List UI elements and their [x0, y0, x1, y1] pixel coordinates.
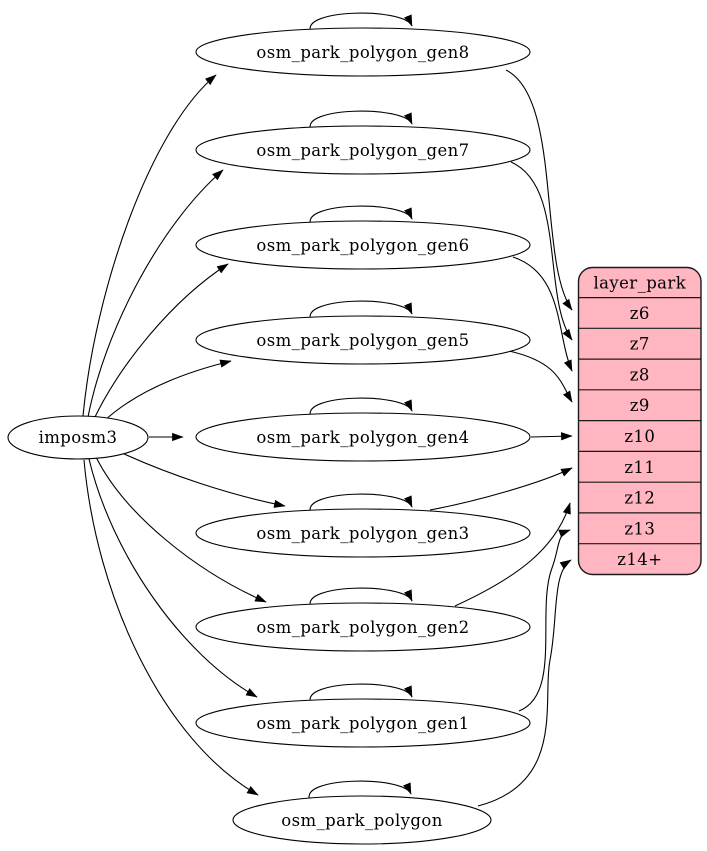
edge-imposm3-to-gen3	[121, 452, 286, 508]
table-label: osm_park_polygon	[281, 811, 442, 830]
node-osm-park-polygon-gen4: osm_park_polygon_gen4	[195, 412, 531, 462]
selfloop-gen4	[309, 397, 413, 418]
table-label: osm_park_polygon_gen5	[256, 331, 469, 350]
edge-gen4-to-z10	[530, 432, 573, 441]
table-label: osm_park_polygon_gen1	[256, 714, 469, 733]
edge-gen6-to-z8	[512, 256, 573, 372]
layer-park-title: layer_park	[593, 274, 686, 293]
selfloop-gen2	[309, 587, 413, 608]
node-osm-park-polygon-gen7: osm_park_polygon_gen7	[195, 125, 531, 175]
layer-row-z10: z10	[624, 427, 655, 446]
node-osm-park-polygon: osm_park_polygon	[232, 795, 492, 845]
layer-row-z12: z12	[624, 489, 655, 508]
edge-gen1-to-z13	[518, 529, 571, 712]
imposm3-label: imposm3	[39, 428, 118, 447]
edge-imposm3-to-polygon	[83, 459, 259, 796]
node-osm-park-polygon-gen5: osm_park_polygon_gen5	[195, 315, 531, 365]
table-label: osm_park_polygon_gen6	[256, 236, 469, 255]
selfloop-gen1	[309, 683, 413, 704]
node-osm-park-polygon-gen6: osm_park_polygon_gen6	[195, 220, 531, 270]
node-osm-park-polygon-gen8: osm_park_polygon_gen8	[195, 27, 531, 77]
layer-row-z11: z11	[624, 458, 655, 477]
table-label: osm_park_polygon_gen7	[256, 141, 469, 160]
selfloop-polygon	[308, 780, 412, 801]
edge-polygon-to-z14	[477, 559, 572, 807]
edges-to-layer-rows	[429, 69, 573, 807]
edge-imposm3-to-gen6	[93, 263, 229, 420]
node-osm-park-polygon-gen2: osm_park_polygon_gen2	[195, 602, 531, 652]
selfloop-gen6	[309, 205, 413, 226]
table-label: osm_park_polygon_gen2	[256, 618, 469, 637]
layer-row-z6: z6	[630, 304, 650, 323]
edge-gen5-to-z9	[508, 350, 573, 403]
layer-row-z8: z8	[630, 365, 650, 384]
table-label: osm_park_polygon_gen4	[256, 428, 469, 447]
self-loop-edges	[308, 12, 413, 801]
node-osm-park-polygon-gen3: osm_park_polygon_gen3	[195, 508, 531, 558]
layer-row-z14: z14+	[617, 550, 662, 569]
node-osm-park-polygon-gen1: osm_park_polygon_gen1	[195, 698, 531, 748]
layer-row-z9: z9	[630, 396, 650, 415]
node-layer-park: layer_park z6 z7 z8 z9 z10 z11 z12 z13 z…	[577, 266, 702, 576]
selfloop-gen3	[309, 493, 413, 514]
node-imposm3: imposm3	[7, 415, 149, 460]
edge-imposm3-to-gen1	[88, 458, 258, 698]
selfloop-gen8	[309, 12, 413, 33]
edges-from-imposm3	[82, 74, 286, 796]
edge-imposm3-to-gen2	[95, 456, 267, 603]
edge-gen2-to-z12	[454, 502, 571, 607]
selfloop-gen5	[309, 300, 413, 321]
edge-imposm3-to-gen8	[82, 74, 217, 417]
edge-imposm3-to-gen7	[87, 169, 224, 418]
edge-gen3-to-z11	[429, 467, 573, 511]
table-label: osm_park_polygon_gen8	[256, 43, 469, 62]
layer-row-z7: z7	[630, 335, 650, 354]
edge-imposm3-to-gen5	[102, 359, 232, 423]
selfloop-gen7	[309, 110, 413, 131]
table-label: osm_park_polygon_gen3	[256, 524, 469, 543]
layer-row-z13: z13	[624, 519, 655, 538]
edge-gen7-to-z7	[510, 161, 573, 341]
edge-gen8-to-z6	[505, 69, 573, 311]
